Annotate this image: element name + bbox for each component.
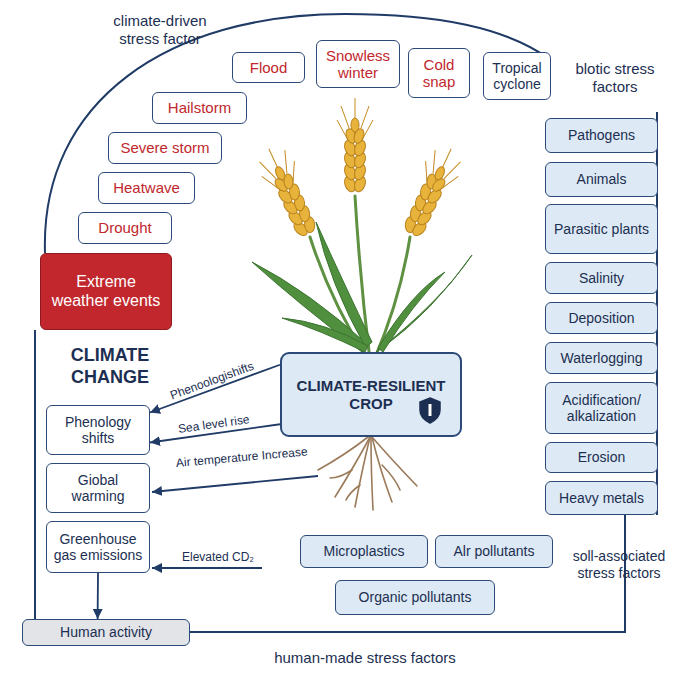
stress-box: Acidification/ alkalization — [545, 382, 658, 434]
edge-label: Phenoologishifts — [168, 358, 255, 402]
climate-box: Giobal warming — [46, 463, 150, 513]
stress-box: Waterlogging — [545, 342, 658, 374]
frame-arc — [45, 14, 548, 253]
central-box: CLIMATE-RESILIENT CROP — [280, 352, 462, 437]
category-box: Extreme weather events — [40, 253, 172, 330]
stress-box: Salinity — [545, 262, 658, 294]
stress-box: Deposition — [545, 302, 658, 334]
arrow-label: Elevated CD₂ — [182, 550, 254, 564]
group-label: climate-driven stress factor — [95, 12, 225, 48]
shield-icon — [420, 398, 440, 423]
wheat-ears — [252, 98, 467, 243]
node-text: Pathogens — [568, 127, 635, 143]
node-text: Heatwave — [113, 179, 180, 196]
node-text: Extreme weather events — [51, 273, 161, 310]
group-label: blotic stress factors — [560, 60, 670, 96]
node-text: Tropical cyclone — [488, 60, 546, 92]
node-text: Deposition — [568, 310, 634, 326]
arrow-label: Air temperature Increase — [175, 445, 308, 471]
hazard-box: Tropical cyclone — [483, 52, 551, 100]
node-text: Alr pollutants — [454, 543, 535, 559]
hazard-box: Drought — [78, 212, 172, 244]
node-text: Giobal warming — [50, 472, 146, 504]
climate-box: Phenology shifts — [46, 405, 150, 455]
hazard-box: Hailstorm — [152, 92, 247, 124]
pollutant-box: Microplastics — [300, 535, 428, 568]
node-text: Waterlogging — [561, 350, 643, 366]
node-text: Snowless winter — [321, 47, 395, 82]
stress-box: Heavy metals — [545, 481, 658, 515]
root-system — [318, 437, 417, 510]
connector-arrow — [97, 573, 99, 619]
edge-label: Sea level rise — [177, 413, 250, 437]
node-text: Organic pollutants — [359, 589, 472, 605]
edge-group — [98, 365, 280, 619]
node-text: Severe storm — [120, 139, 209, 156]
stress-box: Parasitic plants — [545, 204, 658, 254]
node-text: Erosion — [578, 449, 625, 465]
stress-box: Erosion — [545, 442, 658, 473]
pollutant-box: Organic pollutants — [335, 580, 495, 615]
node-text: Hailstorm — [168, 99, 231, 116]
node-text: Salinity — [579, 270, 624, 286]
node-text: Microplastics — [324, 543, 405, 559]
arrow-line — [152, 567, 262, 569]
stress-box: Animals — [545, 162, 658, 197]
node-text: CLIMATE-RESILIENT CROP — [290, 377, 452, 412]
group-label: soll-associated stress factors — [558, 548, 680, 582]
hazard-box: Flood — [232, 52, 305, 83]
hazard-box: Snowless winter — [316, 40, 400, 88]
source-box: Human activity — [22, 619, 190, 646]
node-text: Flood — [250, 59, 288, 76]
node-text: Cold snap — [413, 56, 465, 91]
section-heading: CLIMATE CHANGE — [48, 345, 172, 388]
node-text: Drought — [98, 219, 151, 236]
arrow-line — [152, 476, 318, 492]
hazard-box: Severe storm — [108, 132, 222, 164]
node-text: Greenhouse gas emissions — [50, 531, 146, 563]
wheat-leaves — [252, 222, 472, 352]
climate-box: Greenhouse gas emissions — [46, 521, 150, 573]
node-text: Phenology shifts — [50, 414, 146, 446]
node-text: Heavy metals — [559, 490, 644, 506]
connector-arrow — [150, 365, 280, 413]
pollutant-box: Alr pollutants — [435, 535, 553, 568]
stress-box: Pathogens — [545, 118, 658, 153]
wheat-stems — [310, 196, 410, 360]
hazard-box: Cold snap — [408, 48, 470, 98]
frame-line — [190, 515, 625, 632]
hazard-box: Heatwave — [98, 172, 195, 204]
node-text: Animals — [577, 171, 627, 187]
node-text: Acidification/ alkalization — [554, 392, 649, 424]
connector-arrow — [150, 424, 280, 442]
frame-line — [34, 330, 36, 619]
group-label: human-made stress factors — [230, 649, 500, 667]
node-text: Parasitic plants — [554, 221, 649, 237]
node-text: Human activity — [60, 624, 152, 640]
